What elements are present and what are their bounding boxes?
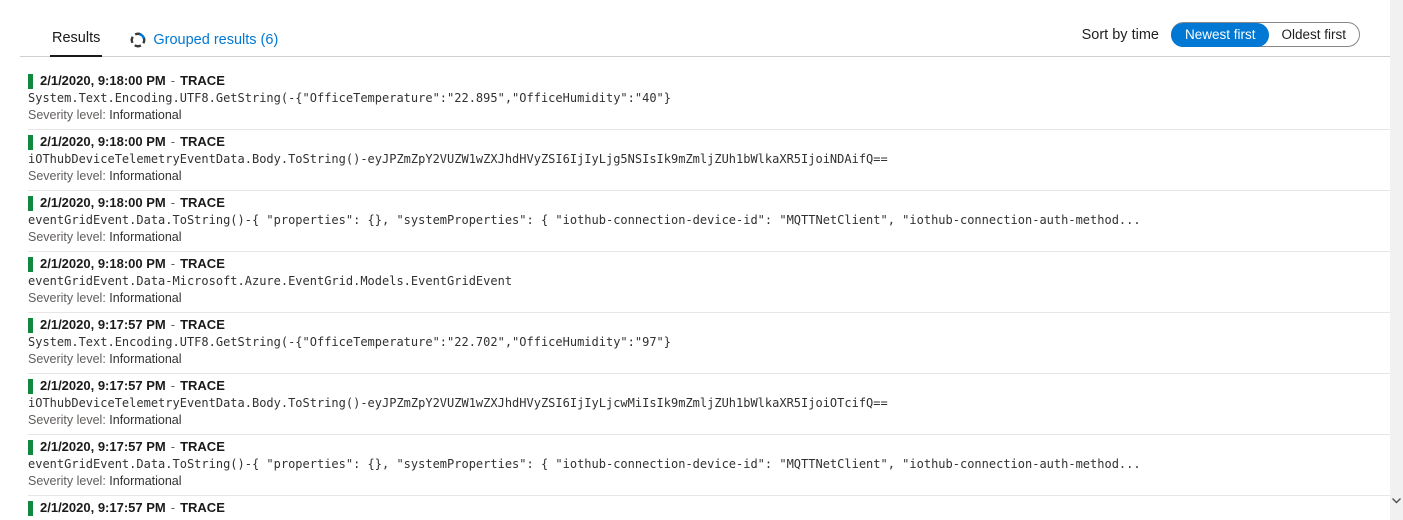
entry-severity-row: Severity level: Informational: [28, 413, 1373, 428]
entry-level: TRACE: [180, 378, 225, 393]
trace-entry[interactable]: 2/1/2020, 9:17:57 PM - TRACE eventGridEv…: [28, 435, 1390, 496]
trace-entry[interactable]: 2/1/2020, 9:18:00 PM - TRACE eventGridEv…: [28, 191, 1390, 252]
entry-severity-label: Severity level:: [28, 352, 110, 366]
entry-severity-value: Informational: [109, 413, 182, 427]
tab-grouped-results[interactable]: Grouped results (6): [128, 32, 280, 57]
tab-bar: Results Grouped results (6): [50, 30, 280, 57]
tab-grouped-results-label: Grouped results (6): [153, 32, 279, 48]
severity-color-bar: [28, 500, 33, 516]
vertical-scrollbar[interactable]: [1390, 0, 1403, 520]
entry-severity-label: Severity level:: [28, 108, 110, 122]
trace-entry[interactable]: 2/1/2020, 9:17:57 PM - TRACE iOThubDevic…: [28, 374, 1390, 435]
entry-message: eventGridEvent.Data.ToString()-{ "proper…: [28, 457, 1141, 471]
sort-controls: Sort by time Newest first Oldest first: [1082, 22, 1360, 56]
entry-level: TRACE: [180, 439, 225, 454]
grouped-results-icon: [130, 32, 146, 48]
entry-timestamp: 2/1/2020, 9:18:00 PM: [40, 195, 166, 210]
entry-severity-label: Severity level:: [28, 230, 110, 244]
entry-timestamp: 2/1/2020, 9:17:57 PM: [40, 378, 166, 393]
entry-severity-label: Severity level:: [28, 474, 110, 488]
entry-timestamp: 2/1/2020, 9:18:00 PM: [40, 256, 166, 271]
scroll-down-button[interactable]: [1390, 494, 1403, 508]
entry-severity-label: Severity level:: [28, 291, 110, 305]
severity-color-bar: [28, 73, 33, 89]
entry-severity-row: Severity level: Informational: [28, 291, 1373, 306]
entry-timestamp: 2/1/2020, 9:17:57 PM: [40, 317, 166, 332]
entry-message: System.Text.Encoding.UTF8.GetString(-{"O…: [28, 335, 671, 349]
entry-severity-row: Severity level: Informational: [28, 108, 1373, 123]
entry-severity-value: Informational: [109, 108, 182, 122]
entry-level: TRACE: [180, 256, 225, 271]
entry-header: 2/1/2020, 9:18:00 PM - TRACE: [28, 134, 1373, 150]
tab-results-label: Results: [52, 30, 101, 46]
entry-severity-label: Severity level:: [28, 169, 110, 183]
entry-message: eventGridEvent.Data.ToString()-{ "proper…: [28, 213, 1141, 227]
severity-color-bar: [28, 256, 33, 272]
entry-level: TRACE: [180, 73, 225, 88]
entry-level: TRACE: [180, 317, 225, 332]
entry-message: iOThubDeviceTelemetryEventData.Body.ToSt…: [28, 396, 888, 410]
trace-entry[interactable]: 2/1/2020, 9:18:00 PM - TRACE System.Text…: [28, 69, 1390, 130]
trace-entry[interactable]: 2/1/2020, 9:17:57 PM - TRACE: [28, 496, 1390, 520]
entry-severity-value: Informational: [109, 230, 182, 244]
entry-severity-row: Severity level: Informational: [28, 474, 1373, 489]
severity-color-bar: [28, 317, 33, 333]
entry-separator: -: [170, 73, 176, 88]
entry-message: iOThubDeviceTelemetryEventData.Body.ToSt…: [28, 152, 888, 166]
entry-message: eventGridEvent.Data-Microsoft.Azure.Even…: [28, 274, 513, 288]
severity-color-bar: [28, 195, 33, 211]
entry-severity-row: Severity level: Informational: [28, 352, 1373, 367]
chevron-down-icon: [1392, 498, 1401, 504]
trace-entry[interactable]: 2/1/2020, 9:18:00 PM - TRACE iOThubDevic…: [28, 130, 1390, 191]
sort-option-newest[interactable]: Newest first: [1170, 22, 1270, 47]
entry-severity-value: Informational: [109, 352, 182, 366]
entry-separator: -: [170, 500, 176, 515]
entry-level: TRACE: [180, 134, 225, 149]
results-list: 2/1/2020, 9:18:00 PM - TRACE System.Text…: [0, 57, 1403, 520]
entry-separator: -: [170, 195, 176, 210]
entry-separator: -: [170, 134, 176, 149]
entry-separator: -: [170, 378, 176, 393]
entry-severity-row: Severity level: Informational: [28, 169, 1373, 184]
sort-by-time-label: Sort by time: [1081, 26, 1159, 43]
entry-separator: -: [170, 317, 176, 332]
entry-timestamp: 2/1/2020, 9:18:00 PM: [40, 73, 166, 88]
sort-option-oldest[interactable]: Oldest first: [1281, 26, 1346, 42]
entry-message: System.Text.Encoding.UTF8.GetString(-{"O…: [28, 91, 671, 105]
entry-header: 2/1/2020, 9:17:57 PM - TRACE: [28, 439, 1373, 455]
severity-color-bar: [28, 134, 33, 150]
trace-entry[interactable]: 2/1/2020, 9:17:57 PM - TRACE System.Text…: [28, 313, 1390, 374]
entry-timestamp: 2/1/2020, 9:18:00 PM: [40, 134, 166, 149]
entry-level: TRACE: [180, 500, 225, 515]
entry-level: TRACE: [180, 195, 225, 210]
entry-severity-value: Informational: [109, 291, 182, 305]
results-header: Results Grouped results (6) Sort by time…: [20, 0, 1390, 57]
entry-timestamp: 2/1/2020, 9:17:57 PM: [40, 439, 166, 454]
entry-severity-value: Informational: [109, 169, 182, 183]
trace-entry[interactable]: 2/1/2020, 9:18:00 PM - TRACE eventGridEv…: [28, 252, 1390, 313]
entry-severity-row: Severity level: Informational: [28, 230, 1373, 245]
entry-header: 2/1/2020, 9:18:00 PM - TRACE: [28, 73, 1373, 89]
entry-severity-value: Informational: [109, 474, 182, 488]
entry-header: 2/1/2020, 9:18:00 PM - TRACE: [28, 195, 1373, 211]
entry-timestamp: 2/1/2020, 9:17:57 PM: [40, 500, 166, 515]
entry-header: 2/1/2020, 9:18:00 PM - TRACE: [28, 256, 1373, 272]
severity-color-bar: [28, 378, 33, 394]
entry-header: 2/1/2020, 9:17:57 PM - TRACE: [28, 317, 1373, 333]
entry-header: 2/1/2020, 9:17:57 PM - TRACE: [28, 378, 1373, 394]
entry-separator: -: [170, 256, 176, 271]
entry-severity-label: Severity level:: [28, 413, 110, 427]
entry-header: 2/1/2020, 9:17:57 PM - TRACE: [28, 500, 1373, 516]
tab-results[interactable]: Results: [50, 30, 103, 57]
severity-color-bar: [28, 439, 33, 455]
sort-toggle[interactable]: Newest first Oldest first: [1170, 22, 1360, 47]
entry-separator: -: [170, 439, 176, 454]
